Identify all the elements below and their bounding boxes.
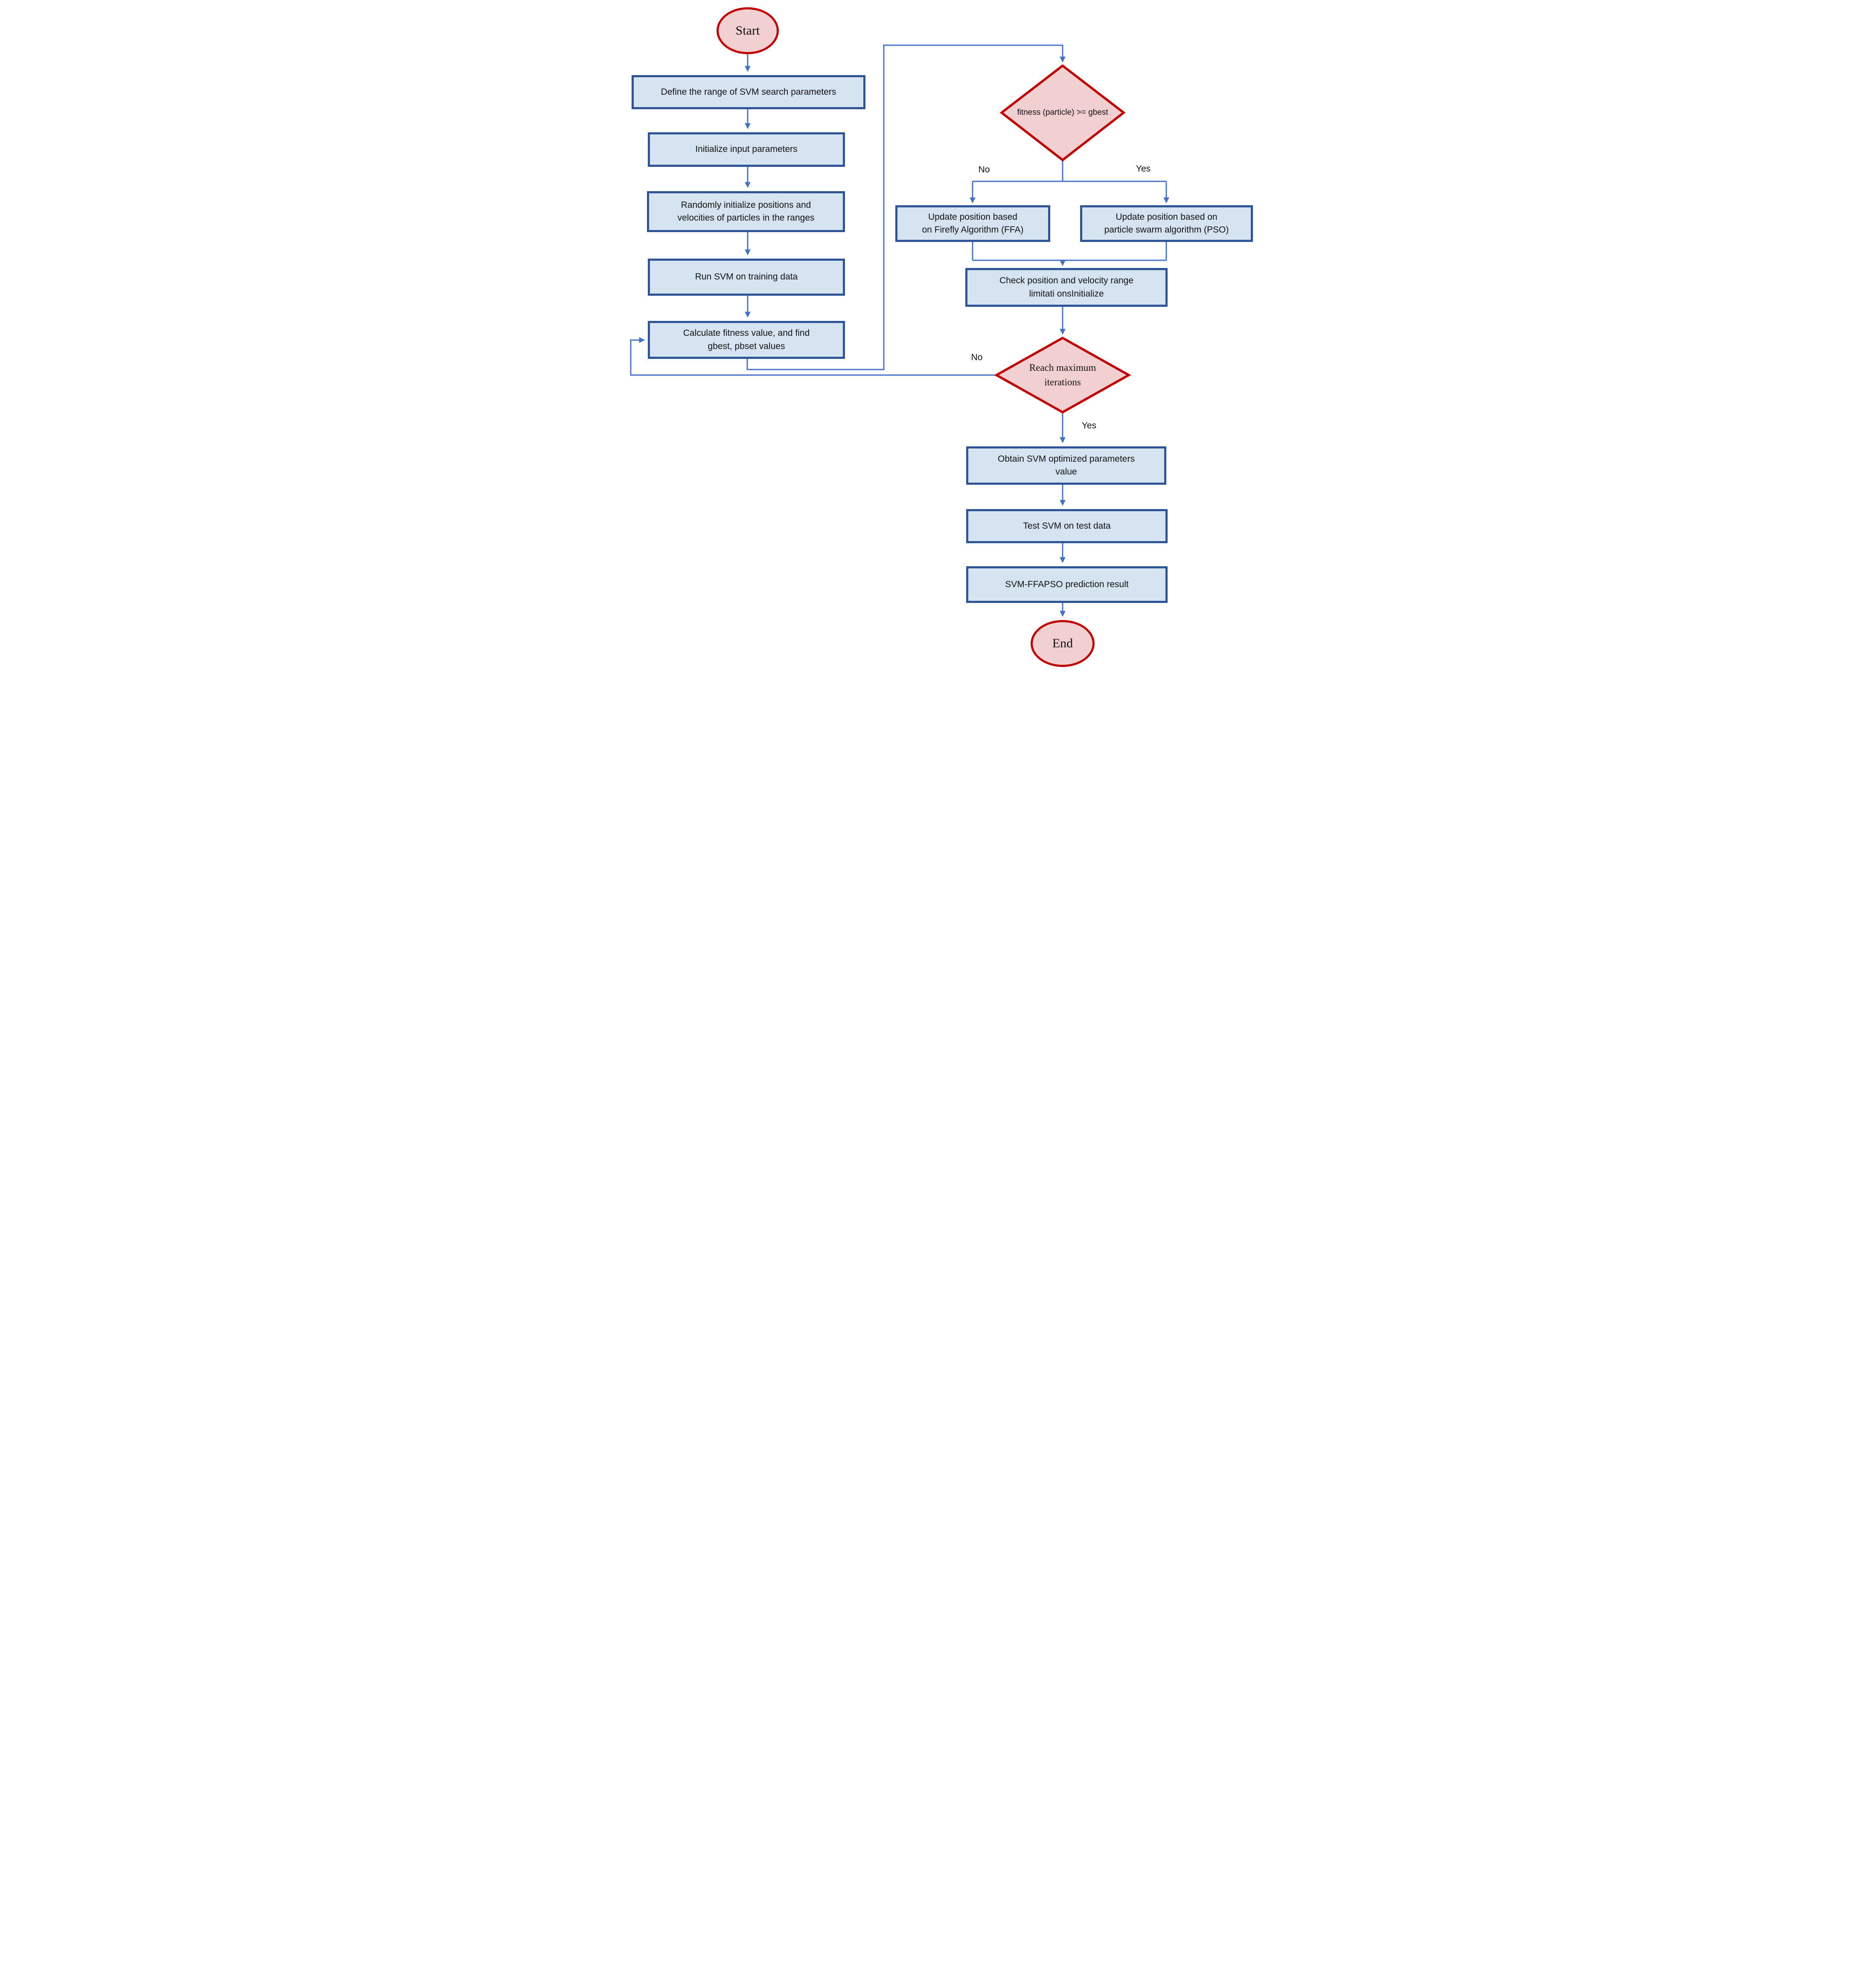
start-node: Start [717,7,779,54]
branch-label-maxiter-yes: Yes [1081,421,1097,431]
branch-label-fitness-no: No [978,165,990,175]
process-run-svm-training: Run SVM on training data [648,259,845,296]
connector-layer [630,44,1169,617]
process-calculate-fitness: Calculate fitness value, and find gbest,… [648,321,845,359]
process-initialize-input: Initialize input parameters [648,132,845,167]
process-test-svm: Test SVM on test data [966,509,1168,543]
decision-fitness-label: fitness (particle) >= gbest [1017,108,1108,117]
decision-fitness-shape [999,64,1126,162]
branch-label-fitness-yes: Yes [1136,164,1151,174]
process-update-ffa: Update position based on Firefly Algorit… [895,205,1050,242]
process-obtain-parameters: Obtain SVM optimized parameters value [966,446,1166,485]
flowchart-canvas: Start End Define the range of SVM search… [618,0,1258,672]
decision-max-iterations-label: Reach maximum iterations [1029,362,1096,388]
process-define-range: Define the range of SVM search parameter… [632,75,865,109]
end-node: End [1031,620,1095,667]
connector-maxiter-no-feedback [630,337,996,376]
process-update-pso: Update position based on particle swarm … [1080,205,1253,242]
process-check-limits: Check position and velocity range limita… [965,268,1168,307]
connector-calc-to-fitness-decision [746,44,1066,370]
end-label: End [1052,636,1073,650]
start-label: Start [735,23,760,38]
process-random-initialize: Randomly initialize positions and veloci… [647,191,845,232]
decision-max-iterations-shape [994,336,1131,414]
branch-label-maxiter-no: No [971,352,983,362]
process-prediction-result: SVM-FFAPSO prediction result [966,566,1168,603]
